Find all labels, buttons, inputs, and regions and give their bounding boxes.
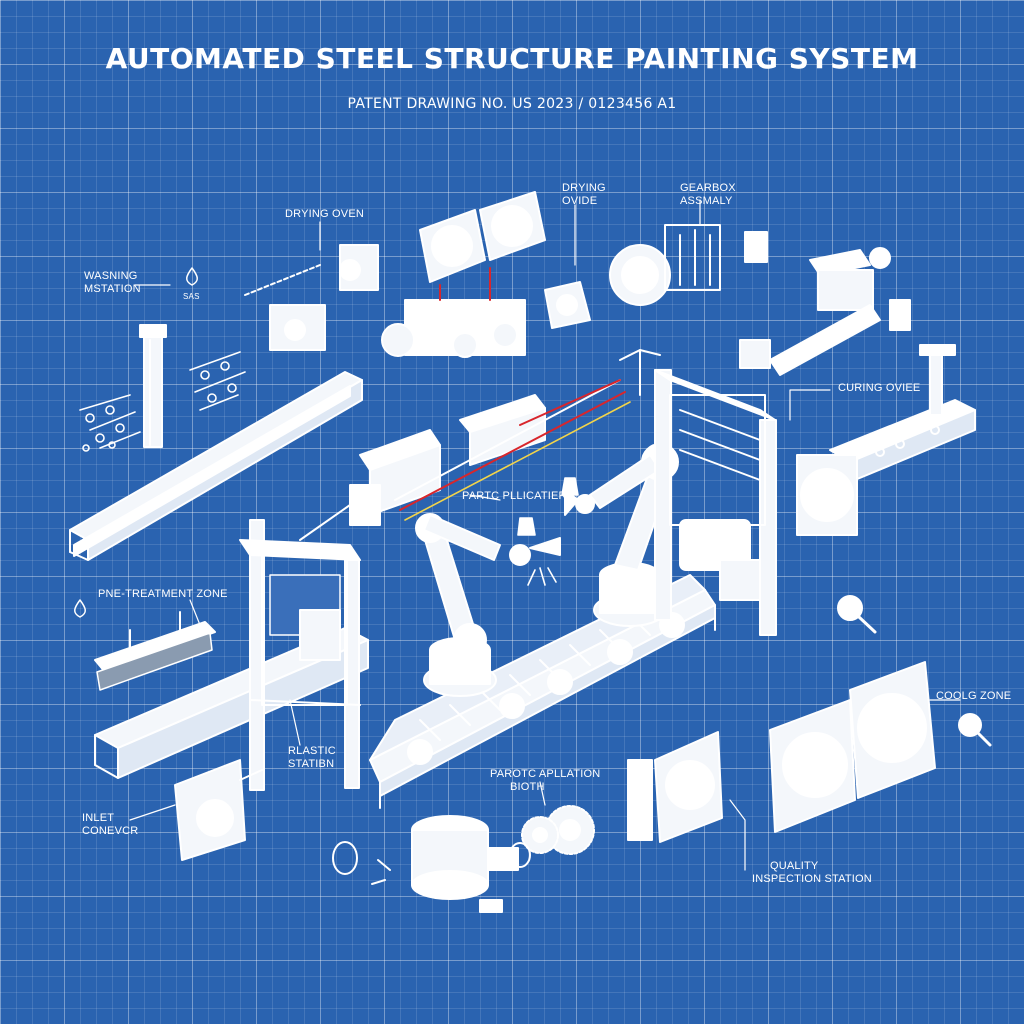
label-inlet-conveyor: INLET CONEVCR	[82, 812, 139, 837]
pump-housing	[332, 815, 519, 913]
rotary-actuator	[739, 247, 911, 376]
callout-leaders	[129, 199, 961, 871]
robot-arm-left	[415, 513, 561, 697]
label-plastic-station: RLASTIC STATIBN	[288, 745, 336, 770]
drive-pump	[544, 281, 591, 329]
magnifier-icon-lower	[958, 713, 992, 747]
water-drop-icon-lower	[74, 599, 86, 618]
page-title: AUTOMATED STEEL STRUCTURE PAINTING SYSTE…	[105, 42, 919, 75]
inlet-motor	[174, 759, 263, 861]
booth-frame-right	[654, 369, 777, 636]
label-paint-application-booth: PAROTC APLLATION BIOTH	[490, 768, 601, 793]
curing-oven-unit	[796, 344, 976, 536]
main-conveyor	[369, 574, 716, 809]
pipe-manifold	[299, 349, 661, 541]
cooling-fan-units	[627, 661, 936, 843]
booth-frame-left	[239, 519, 361, 791]
water-drop-icon-upper	[186, 267, 198, 286]
label-cooling-zone: COOLG ZONE	[936, 690, 1012, 702]
label-gearbox-assembly: GEARBOX ASSMALY	[680, 182, 736, 207]
motor-unit-small	[244, 244, 379, 351]
patent-number: PATENT DRAWING NO. US 2023 / 0123456 A1	[347, 96, 677, 112]
valve-manifold-left	[79, 351, 246, 452]
label-quality-inspection: QUALITY INSPECTION STATION	[752, 860, 872, 885]
brush-unit	[94, 611, 216, 691]
support-post	[139, 324, 167, 448]
water-drop-caption: SAS	[183, 292, 200, 301]
gear-set	[509, 805, 595, 868]
steel-i-beam-upper	[69, 371, 363, 561]
label-paint-applicators: PARTC PLLICATIERS	[462, 490, 575, 502]
spray-guns	[517, 477, 579, 586]
gearbox-assembly	[609, 224, 768, 306]
drying-oven-fans	[381, 191, 546, 358]
label-pre-treatment-zone: PNE-TREATMENT ZONE	[98, 588, 228, 600]
label-drying-oven-left: DRYING OVEN	[285, 208, 365, 220]
label-drying-oven-top: DRYING OVIDE	[562, 182, 606, 207]
label-curing-oven: CURING OVIEE	[838, 382, 921, 394]
magnifier-icon-upper	[837, 595, 877, 634]
label-washing-station: WASNING MSTATION	[84, 270, 141, 295]
